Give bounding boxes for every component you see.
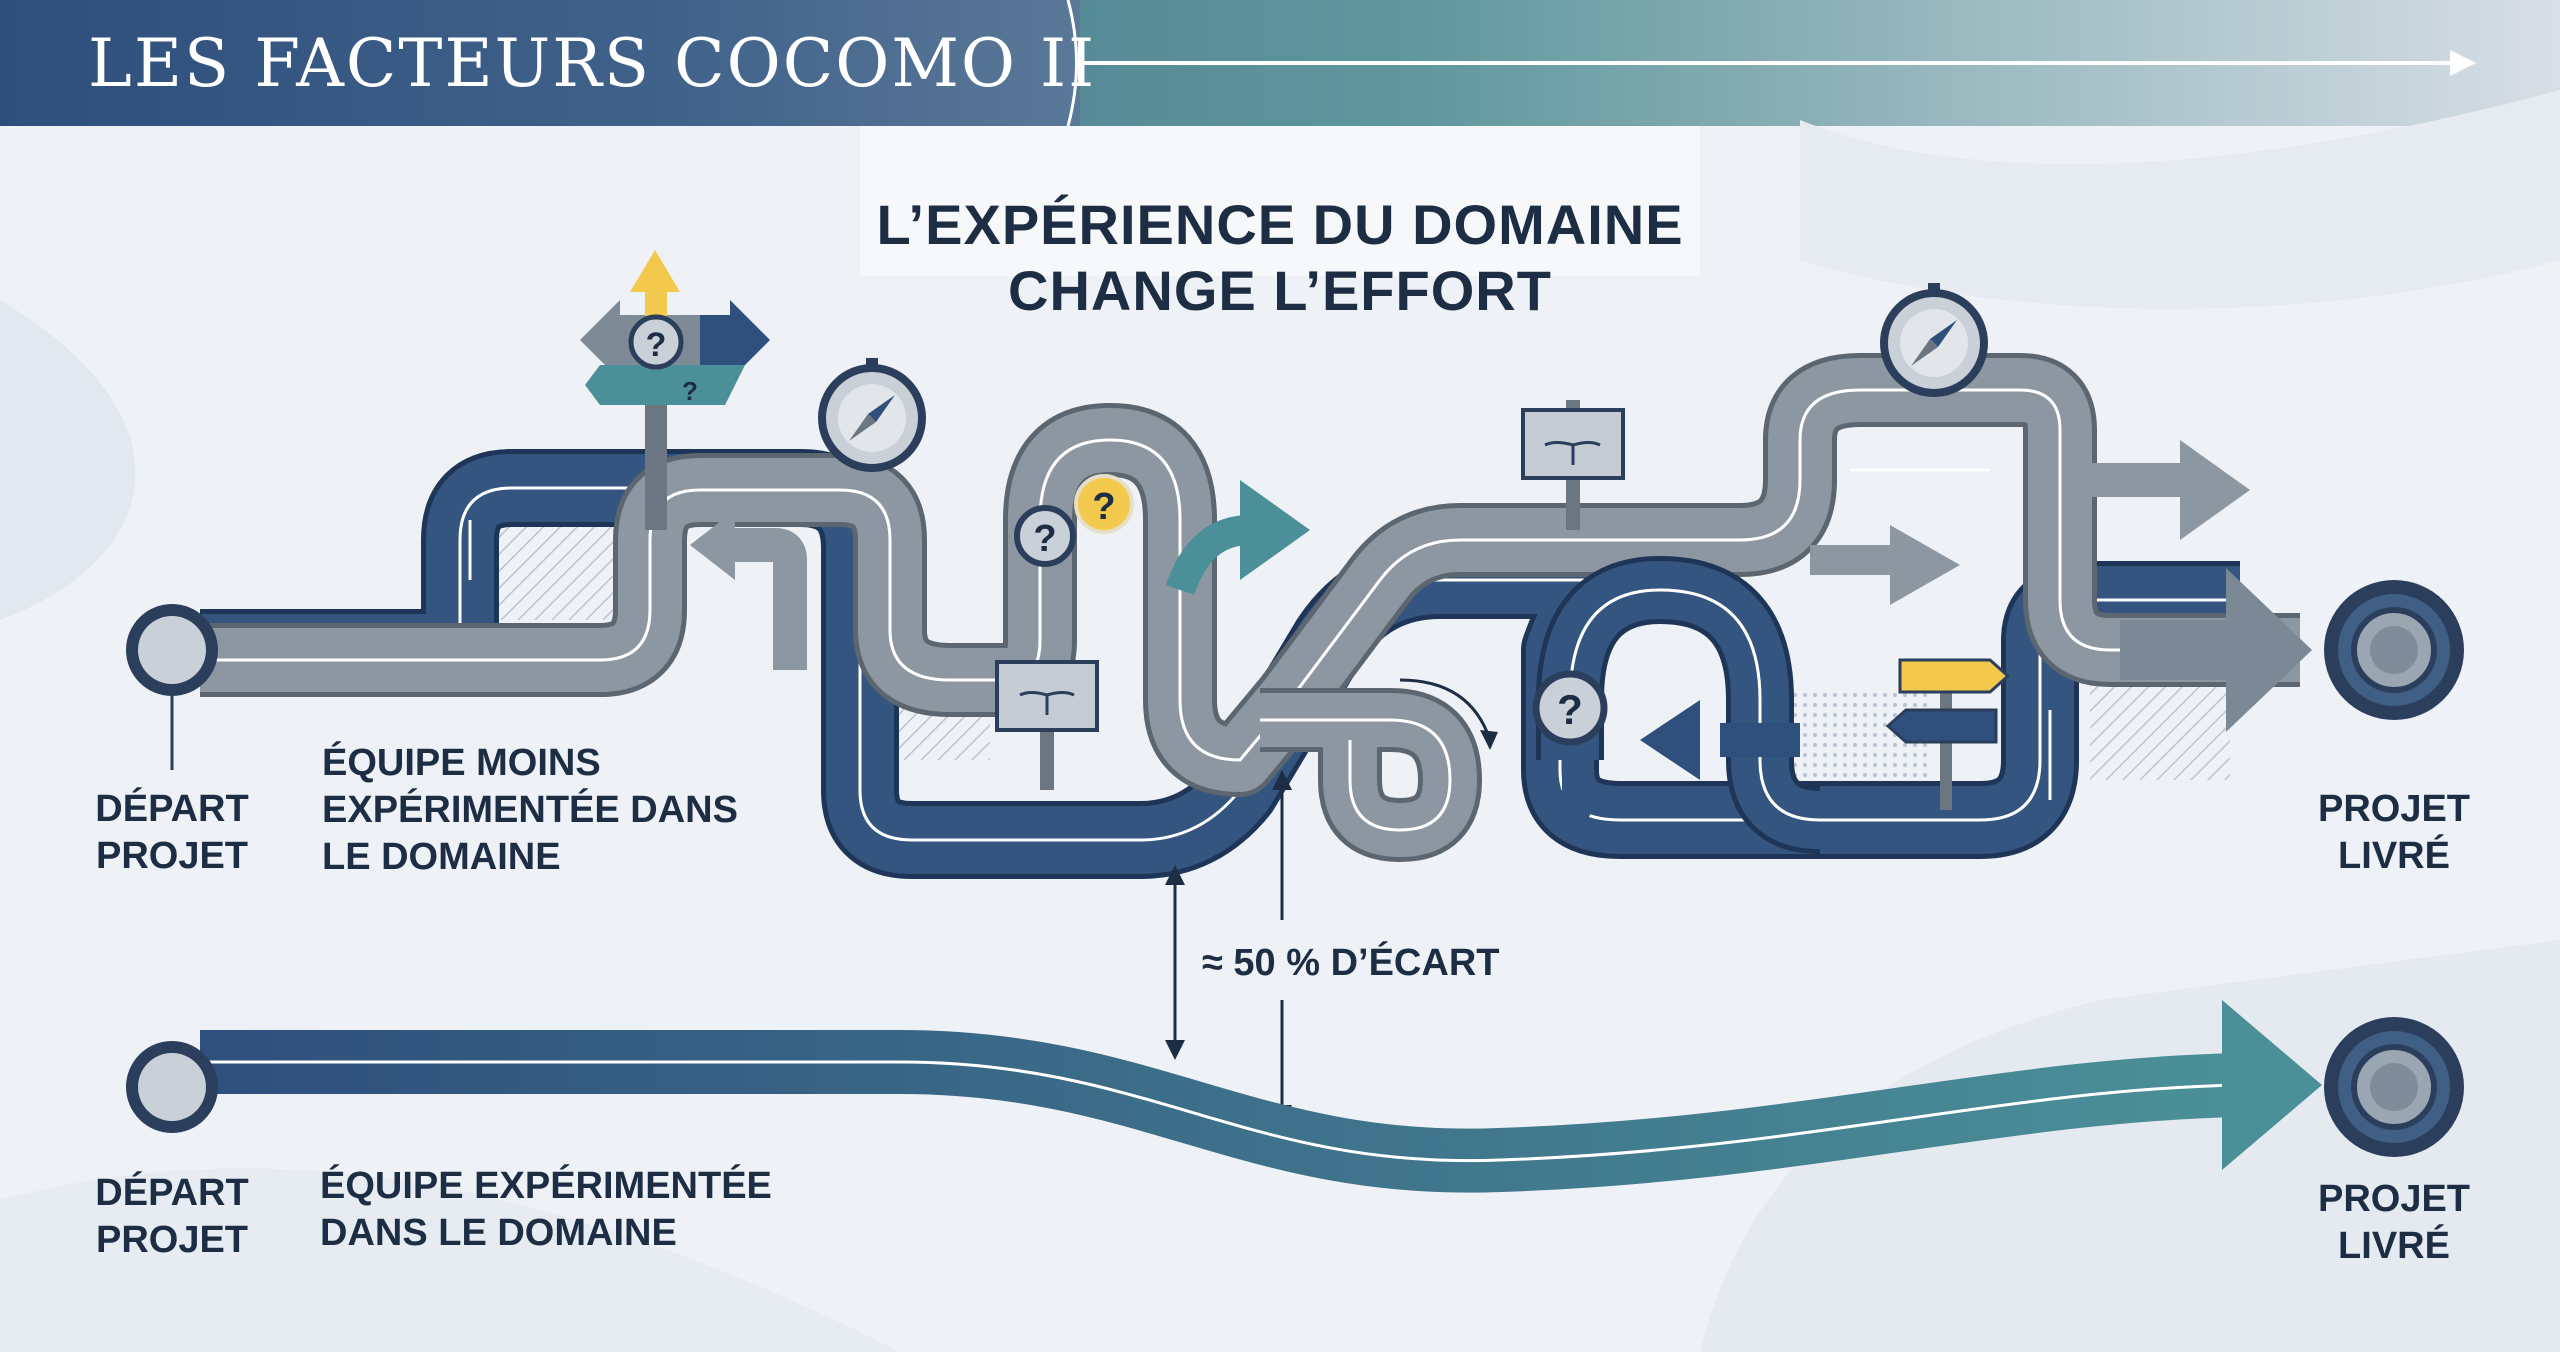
lower-start-label-line1: DÉPART — [95, 1172, 249, 1214]
question-mark-icon: ? — [1014, 505, 1076, 567]
lower-end-target-icon — [2324, 1017, 2464, 1157]
exit-arrow — [1810, 525, 1960, 605]
question-mark-icon: ? — [1532, 670, 1608, 746]
winding-road-gray — [200, 353, 2300, 797]
lower-team-line2: DANS LE DOMAINE — [320, 1212, 677, 1254]
header-bar — [0, 0, 1080, 126]
upper-team-line2: EXPÉRIMENTÉE DANS — [322, 789, 738, 831]
upper-end-label-line1: PROJET — [2317, 788, 2471, 830]
upper-start-label-line2: PROJET — [95, 835, 249, 877]
header-divider — [1066, 0, 1078, 127]
down-arrow — [1545, 740, 1605, 840]
lower-team-line1: ÉQUIPE EXPÉRIMENTÉE — [320, 1165, 772, 1207]
lower-start-label-line2: PROJET — [95, 1219, 249, 1261]
lower-start-node — [126, 1041, 218, 1133]
fork-sign-icon — [1521, 400, 1625, 530]
lower-team-label: ÉQUIPE EXPÉRIMENTÉE DANS LE DOMAINE — [320, 1163, 772, 1257]
upper-team-label: ÉQUIPE MOINS EXPÉRIMENTÉE DANS LE DOMAIN… — [322, 740, 738, 881]
hatch-area — [495, 520, 625, 620]
headline-line2: CHANGE L’EFFORT — [1008, 259, 1552, 322]
svg-text:?: ? — [682, 376, 698, 406]
main-exit-arrow — [2120, 568, 2312, 732]
headline-line1: L’EXPÉRIENCE DU DOMAINE — [876, 193, 1684, 256]
detour-arrow — [690, 510, 807, 670]
compass-icon — [818, 358, 926, 472]
svg-text:?: ? — [1557, 686, 1583, 733]
question-mark-icon: ? — [1074, 474, 1134, 534]
upper-start-node — [126, 604, 218, 770]
svg-text:?: ? — [1033, 518, 1056, 560]
straight-road — [200, 1000, 2322, 1193]
svg-text:?: ? — [646, 326, 667, 364]
road-loop — [1260, 688, 1483, 863]
upper-team-line3: LE DOMAINE — [322, 836, 561, 878]
direction-sign-icon — [1885, 658, 2011, 810]
curve-arrow — [1399, 678, 1492, 741]
page-title: LES FACTEURS COCOMO II — [88, 25, 1097, 102]
fork-sign-icon — [995, 660, 1099, 790]
hatch-area — [2090, 680, 2230, 780]
svg-text:?: ? — [1092, 486, 1115, 528]
upper-end-label-line2: LIVRÉ — [2338, 835, 2450, 877]
detour-arrow — [1640, 700, 1800, 780]
lower-end-label-line2: LIVRÉ — [2338, 1225, 2450, 1267]
lower-end-label: PROJET LIVRÉ — [2284, 1176, 2504, 1270]
upper-end-target-icon — [2324, 580, 2464, 720]
exit-arrow — [2080, 440, 2250, 540]
gap-label: ≈ 50 % D’ÉCART — [1202, 942, 1500, 984]
lower-start-label: DÉPART PROJET — [62, 1170, 282, 1264]
upper-start-label: DÉPART PROJET — [62, 786, 282, 880]
header-arrow-head — [2450, 50, 2476, 76]
upper-team-line1: ÉQUIPE MOINS — [322, 742, 601, 784]
signpost-icon: ? ? — [580, 250, 770, 530]
upper-end-label: PROJET LIVRÉ — [2284, 786, 2504, 880]
headline: L’EXPÉRIENCE DU DOMAINE CHANGE L’EFFORT — [860, 192, 1700, 324]
compass-icon — [1880, 283, 1988, 397]
road-loop-right — [1536, 555, 1822, 854]
curve-arrow-head — [1480, 730, 1498, 750]
upper-start-label-line1: DÉPART — [95, 788, 249, 830]
lower-end-label-line1: PROJET — [2317, 1178, 2471, 1220]
detour-arrow — [1165, 480, 1310, 596]
